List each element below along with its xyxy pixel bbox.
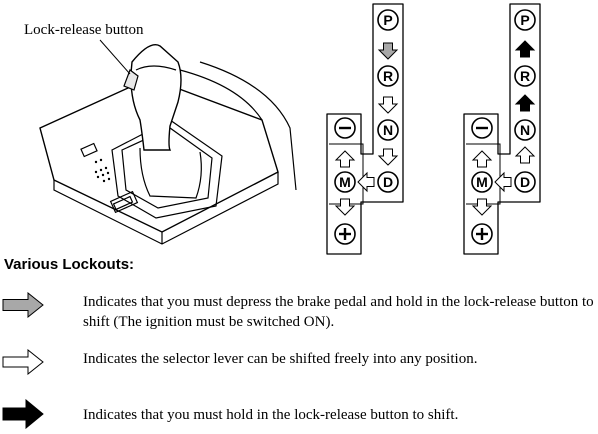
- white-arrow-icon: [2, 349, 44, 375]
- black-arrow-shape: [2, 399, 44, 429]
- legend-text-button-lock: Indicates that you must hold in the lock…: [83, 407, 459, 423]
- legend-text-brake-lock: Indicates that you must depress the brak…: [83, 294, 594, 330]
- svg-text:N: N: [520, 122, 530, 138]
- svg-text:R: R: [520, 68, 530, 84]
- legend-text-free-shift: Indicates the selector lever can be shif…: [83, 351, 478, 367]
- illustration: P R N D M P R N D M: [39, 3, 541, 255]
- white-arrow-shape: [2, 349, 44, 375]
- svg-text:N: N: [383, 122, 393, 138]
- lock-release-callout-label: Lock-release button: [24, 22, 144, 38]
- section-heading: Various Lockouts:: [4, 256, 135, 273]
- black-arrow-icon: [2, 399, 44, 429]
- svg-text:D: D: [520, 174, 530, 190]
- svg-text:D: D: [383, 174, 393, 190]
- shift-lever-icon: [39, 39, 297, 245]
- gray-arrow-shape: [2, 292, 44, 318]
- svg-text:R: R: [383, 68, 393, 84]
- shift-pattern-diagram-right: P R N D M: [463, 3, 541, 255]
- svg-text:M: M: [339, 174, 351, 190]
- svg-text:M: M: [476, 174, 488, 190]
- svg-text:P: P: [520, 12, 529, 28]
- shift-pattern-diagram-left: P R N D M: [326, 3, 404, 255]
- gray-arrow-icon: [2, 292, 44, 318]
- gear-indicator-dots: [94, 158, 111, 183]
- svg-text:P: P: [383, 12, 392, 28]
